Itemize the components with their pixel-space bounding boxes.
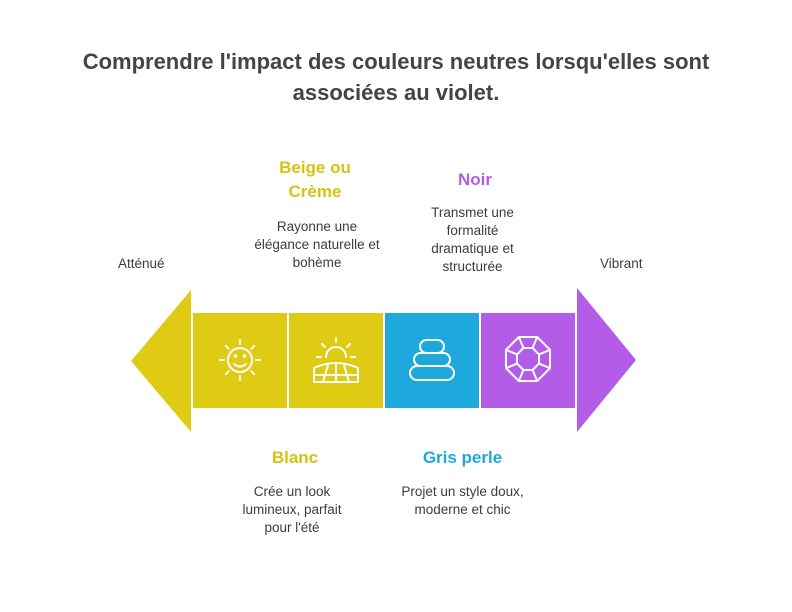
desc-noir-line-1: Transmet une: [431, 205, 514, 220]
heading-noir-text: Noir: [458, 170, 492, 189]
heading-beige-line-1: Beige ou: [279, 158, 351, 177]
smiling-sun-icon: [219, 339, 261, 381]
scale-right-label: Vibrant: [600, 256, 643, 271]
desc-blanc-line-1: Crée un look: [253, 484, 331, 499]
sunrise-field-icon: [313, 337, 359, 383]
block-beige-creme: [289, 313, 383, 408]
desc-gris-line-2: moderne et chic: [414, 502, 511, 517]
desc-gris-line-1: Projet un style doux,: [401, 484, 524, 499]
diagram-title: Comprendre l'impact des couleurs neutres…: [40, 46, 752, 108]
desc-beige-line-3: bohème: [292, 255, 342, 270]
heading-blanc-text: Blanc: [271, 448, 319, 467]
heading-noir: Noir: [400, 168, 550, 192]
desc-beige-line-1: Rayonne une: [276, 219, 358, 234]
title-line-1: Comprendre l'impact des couleurs neutres…: [82, 49, 710, 74]
heading-gris-perle: Gris perle: [385, 446, 540, 470]
desc-noir-line-2: formalité: [446, 223, 499, 238]
right-arrowhead: [577, 288, 636, 432]
heading-beige-line-2: Crème: [288, 182, 342, 201]
block-gris-perle: [385, 313, 479, 408]
desc-blanc-line-2: lumineux, parfait: [242, 502, 342, 517]
left-arrowhead: [131, 290, 191, 432]
desc-beige-creme: Rayonne une élégance naturelle et bohème: [232, 218, 402, 272]
desc-noir-line-3: dramatique et: [431, 241, 514, 256]
desc-blanc: Crée un look lumineux, parfait pour l'ét…: [222, 483, 362, 537]
scale-left-label: Atténué: [118, 256, 165, 271]
desc-noir-line-4: structurée: [442, 259, 503, 274]
heading-blanc: Blanc: [225, 446, 365, 470]
heading-gris-perle-text: Gris perle: [422, 448, 503, 467]
block-blanc: [193, 313, 287, 408]
title-line-2: associées au violet.: [292, 80, 500, 105]
stacked-stones-icon: [409, 339, 455, 381]
heading-beige-creme: Beige ou Crème: [235, 156, 395, 204]
desc-blanc-line-3: pour l'été: [264, 520, 320, 535]
desc-noir: Transmet une formalité dramatique et str…: [400, 204, 545, 276]
gem-octagon-icon: [505, 336, 551, 382]
desc-beige-line-2: élégance naturelle et: [254, 237, 380, 252]
block-noir: [481, 313, 575, 408]
desc-gris-perle: Projet un style doux, moderne et chic: [380, 483, 545, 519]
